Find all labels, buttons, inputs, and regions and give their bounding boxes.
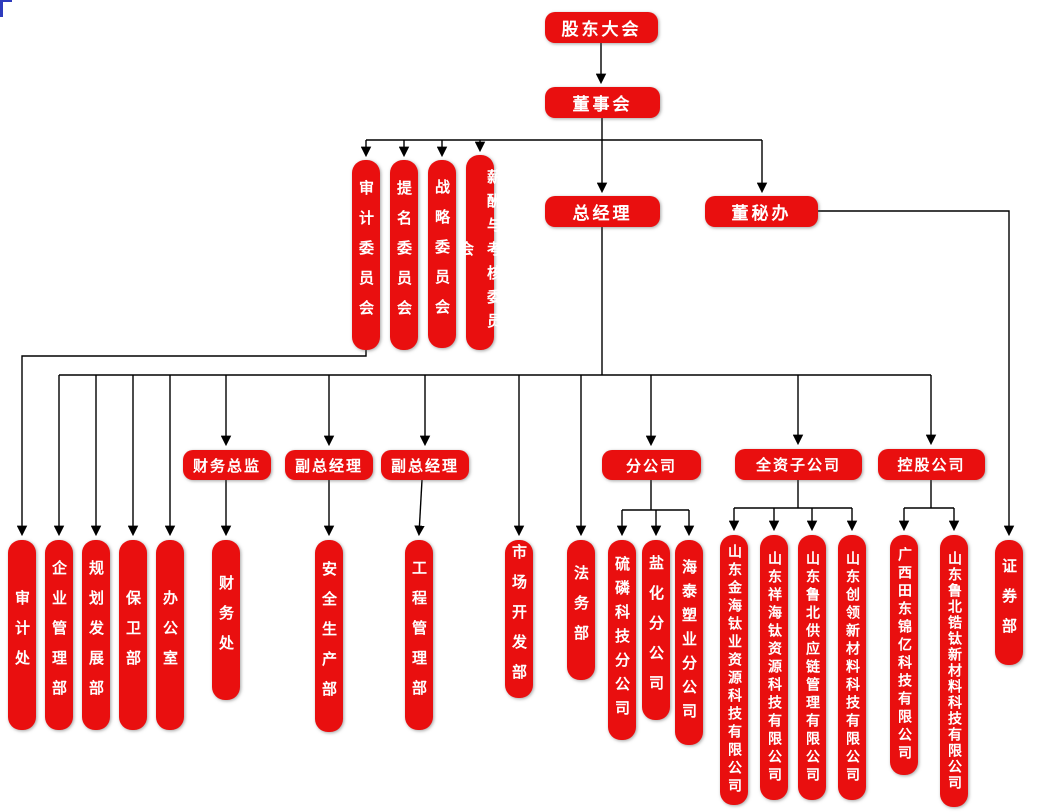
node-wholly-owned-subsidiaries: 全资子公司	[735, 449, 862, 480]
node-strategy-committee: 战略委员会	[428, 160, 456, 348]
node-finance-office: 财务处	[212, 540, 240, 700]
node-planning-development-dept: 规划发展部	[82, 540, 110, 730]
node-compensation-assessment-committee: 薪酬与考核委员会	[457, 155, 503, 350]
node-nomination-committee: 提名委员会	[390, 160, 418, 350]
node-board-of-directors: 董事会	[545, 87, 660, 118]
node-cfo: 财务总监	[183, 450, 271, 480]
node-board-secretary-office: 董秘办	[705, 196, 818, 227]
node-lubei-supply-chain-company: 山东鲁北供应链管理有限公司	[798, 535, 826, 800]
node-shareholders-meeting: 股东大会	[545, 12, 658, 43]
node-sulfur-phosphorus-branch: 硫磷科技分公司	[608, 540, 636, 740]
node-haitai-plastics-branch: 海泰塑业分公司	[675, 540, 703, 745]
node-deputy-general-manager-1: 副总经理	[285, 450, 373, 480]
node-salt-chemical-branch: 盐化分公司	[642, 540, 670, 720]
node-general-office: 办公室	[156, 540, 184, 730]
node-branch-companies: 分公司	[602, 450, 701, 480]
node-chuangling-materials-company: 山东创领新材料科技有限公司	[838, 535, 866, 800]
node-market-development-dept: 市场开发部	[505, 540, 533, 698]
node-lubei-zirconium-titanium-company: 山东鲁北锆钛新材料科技有限公司	[940, 535, 968, 807]
node-securities-dept: 证券部	[995, 540, 1023, 665]
corner-artifact	[0, 0, 12, 17]
node-engineering-management-dept: 工程管理部	[405, 540, 433, 730]
node-security-dept: 保卫部	[119, 540, 147, 730]
node-deputy-general-manager-2: 副总经理	[381, 450, 469, 480]
node-enterprise-management-dept: 企业管理部	[45, 540, 73, 730]
node-general-manager: 总经理	[545, 196, 660, 227]
node-jinhai-titanium-company: 山东金海钛业资源科技有限公司	[720, 535, 748, 805]
node-safety-production-dept: 安全生产部	[315, 540, 343, 732]
node-holding-companies: 控股公司	[878, 449, 985, 480]
node-xianghai-titanium-company: 山东祥海钛资源科技有限公司	[760, 535, 788, 800]
node-guangxi-jinyi-company: 广西田东锦亿科技有限公司	[890, 535, 918, 775]
node-audit-committee: 审计委员会	[352, 160, 380, 350]
node-legal-dept: 法务部	[567, 540, 595, 680]
node-audit-office: 审计处	[8, 540, 36, 730]
